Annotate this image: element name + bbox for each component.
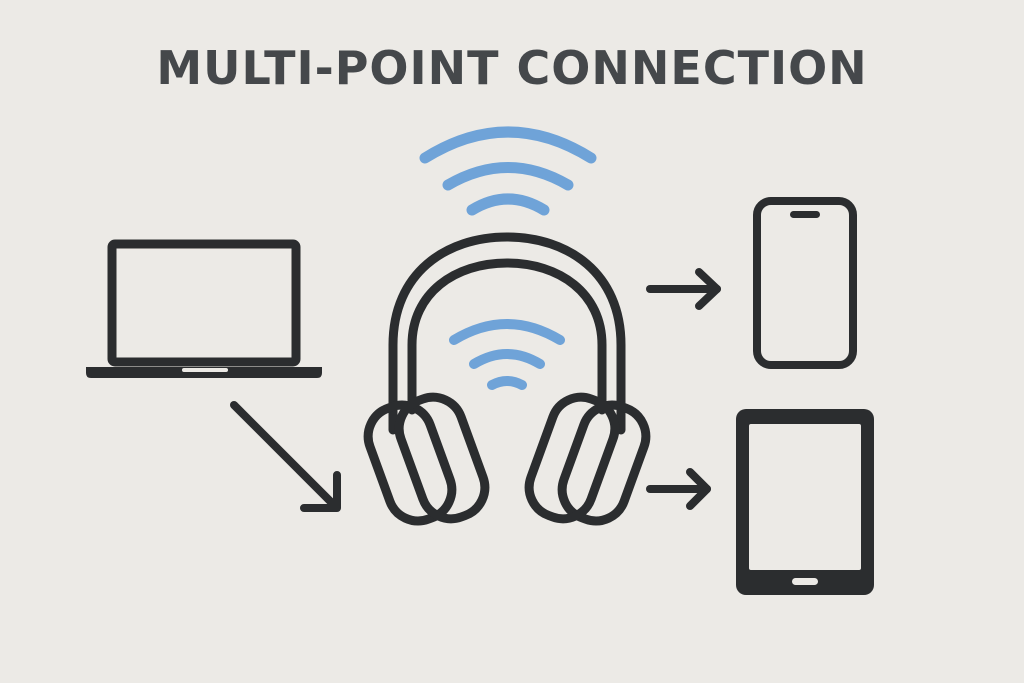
smartphone-icon: [753, 197, 857, 369]
arrow-laptop-to-headphones: [230, 401, 341, 512]
headphones-icon: [363, 232, 651, 526]
arrow-headphones-to-phone: [646, 268, 721, 310]
diagram-title: MULTI-POINT CONNECTION: [156, 41, 868, 95]
inner-signal-icon: [449, 319, 565, 390]
broadcast-signal-icon: [419, 126, 597, 216]
tablet-icon: [736, 409, 874, 595]
arrow-headphones-to-tablet: [646, 468, 711, 510]
laptop-icon: [86, 239, 322, 378]
